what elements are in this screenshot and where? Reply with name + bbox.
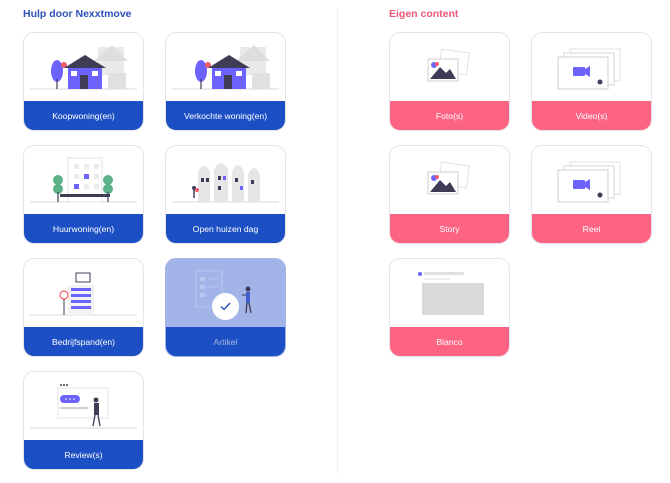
card-label: Foto(s) (390, 101, 509, 130)
card-story[interactable]: Story (389, 145, 510, 244)
office-building-illustration (24, 259, 143, 327)
house-sold-illustration (166, 33, 285, 101)
card-fotos[interactable]: Foto(s) (389, 32, 510, 131)
section-title-eigen-content: Eigen content (389, 8, 459, 20)
card-huurwoning[interactable]: Huurwoning(en) (23, 145, 144, 244)
card-label: Verkochte woning(en) (166, 101, 285, 130)
blank-page-illustration (390, 259, 509, 327)
card-label: Video(s) (532, 101, 651, 130)
card-label: Open huizen dag (166, 214, 285, 243)
photo-illustration (390, 33, 509, 101)
card-reviews[interactable]: Review(s) (23, 371, 144, 470)
card-verkochte-woning[interactable]: Verkochte woning(en) (165, 32, 286, 131)
card-label: Artikel (166, 327, 285, 356)
card-open-huizen-dag[interactable]: Open huizen dag (165, 145, 286, 244)
card-label: Koopwoning(en) (24, 101, 143, 130)
reel-illustration (532, 146, 651, 214)
card-label: Blanco (390, 327, 509, 356)
card-blanco[interactable]: Blanco (389, 258, 510, 357)
card-reel[interactable]: Reel (531, 145, 652, 244)
card-koopwoning[interactable]: Koopwoning(en) (23, 32, 144, 131)
card-label: Reel (532, 214, 651, 243)
apartment-building-illustration (24, 146, 143, 214)
row-houses-illustration (166, 146, 285, 214)
checkmark-icon (212, 293, 239, 320)
card-videos[interactable]: Video(s) (531, 32, 652, 131)
card-label: Bedrijfspand(en) (24, 327, 143, 356)
section-divider (337, 8, 338, 473)
card-label: Huurwoning(en) (24, 214, 143, 243)
video-illustration (532, 33, 651, 101)
house-for-sale-illustration (24, 33, 143, 101)
section-title-hulp: Hulp door Nexxtmove (23, 8, 132, 20)
card-label: Story (390, 214, 509, 243)
article-illustration (166, 259, 285, 327)
card-label: Review(s) (24, 440, 143, 469)
story-illustration (390, 146, 509, 214)
card-bedrijfspand[interactable]: Bedrijfspand(en) (23, 258, 144, 357)
review-illustration (24, 372, 143, 440)
card-artikel[interactable]: Artikel (165, 258, 286, 357)
